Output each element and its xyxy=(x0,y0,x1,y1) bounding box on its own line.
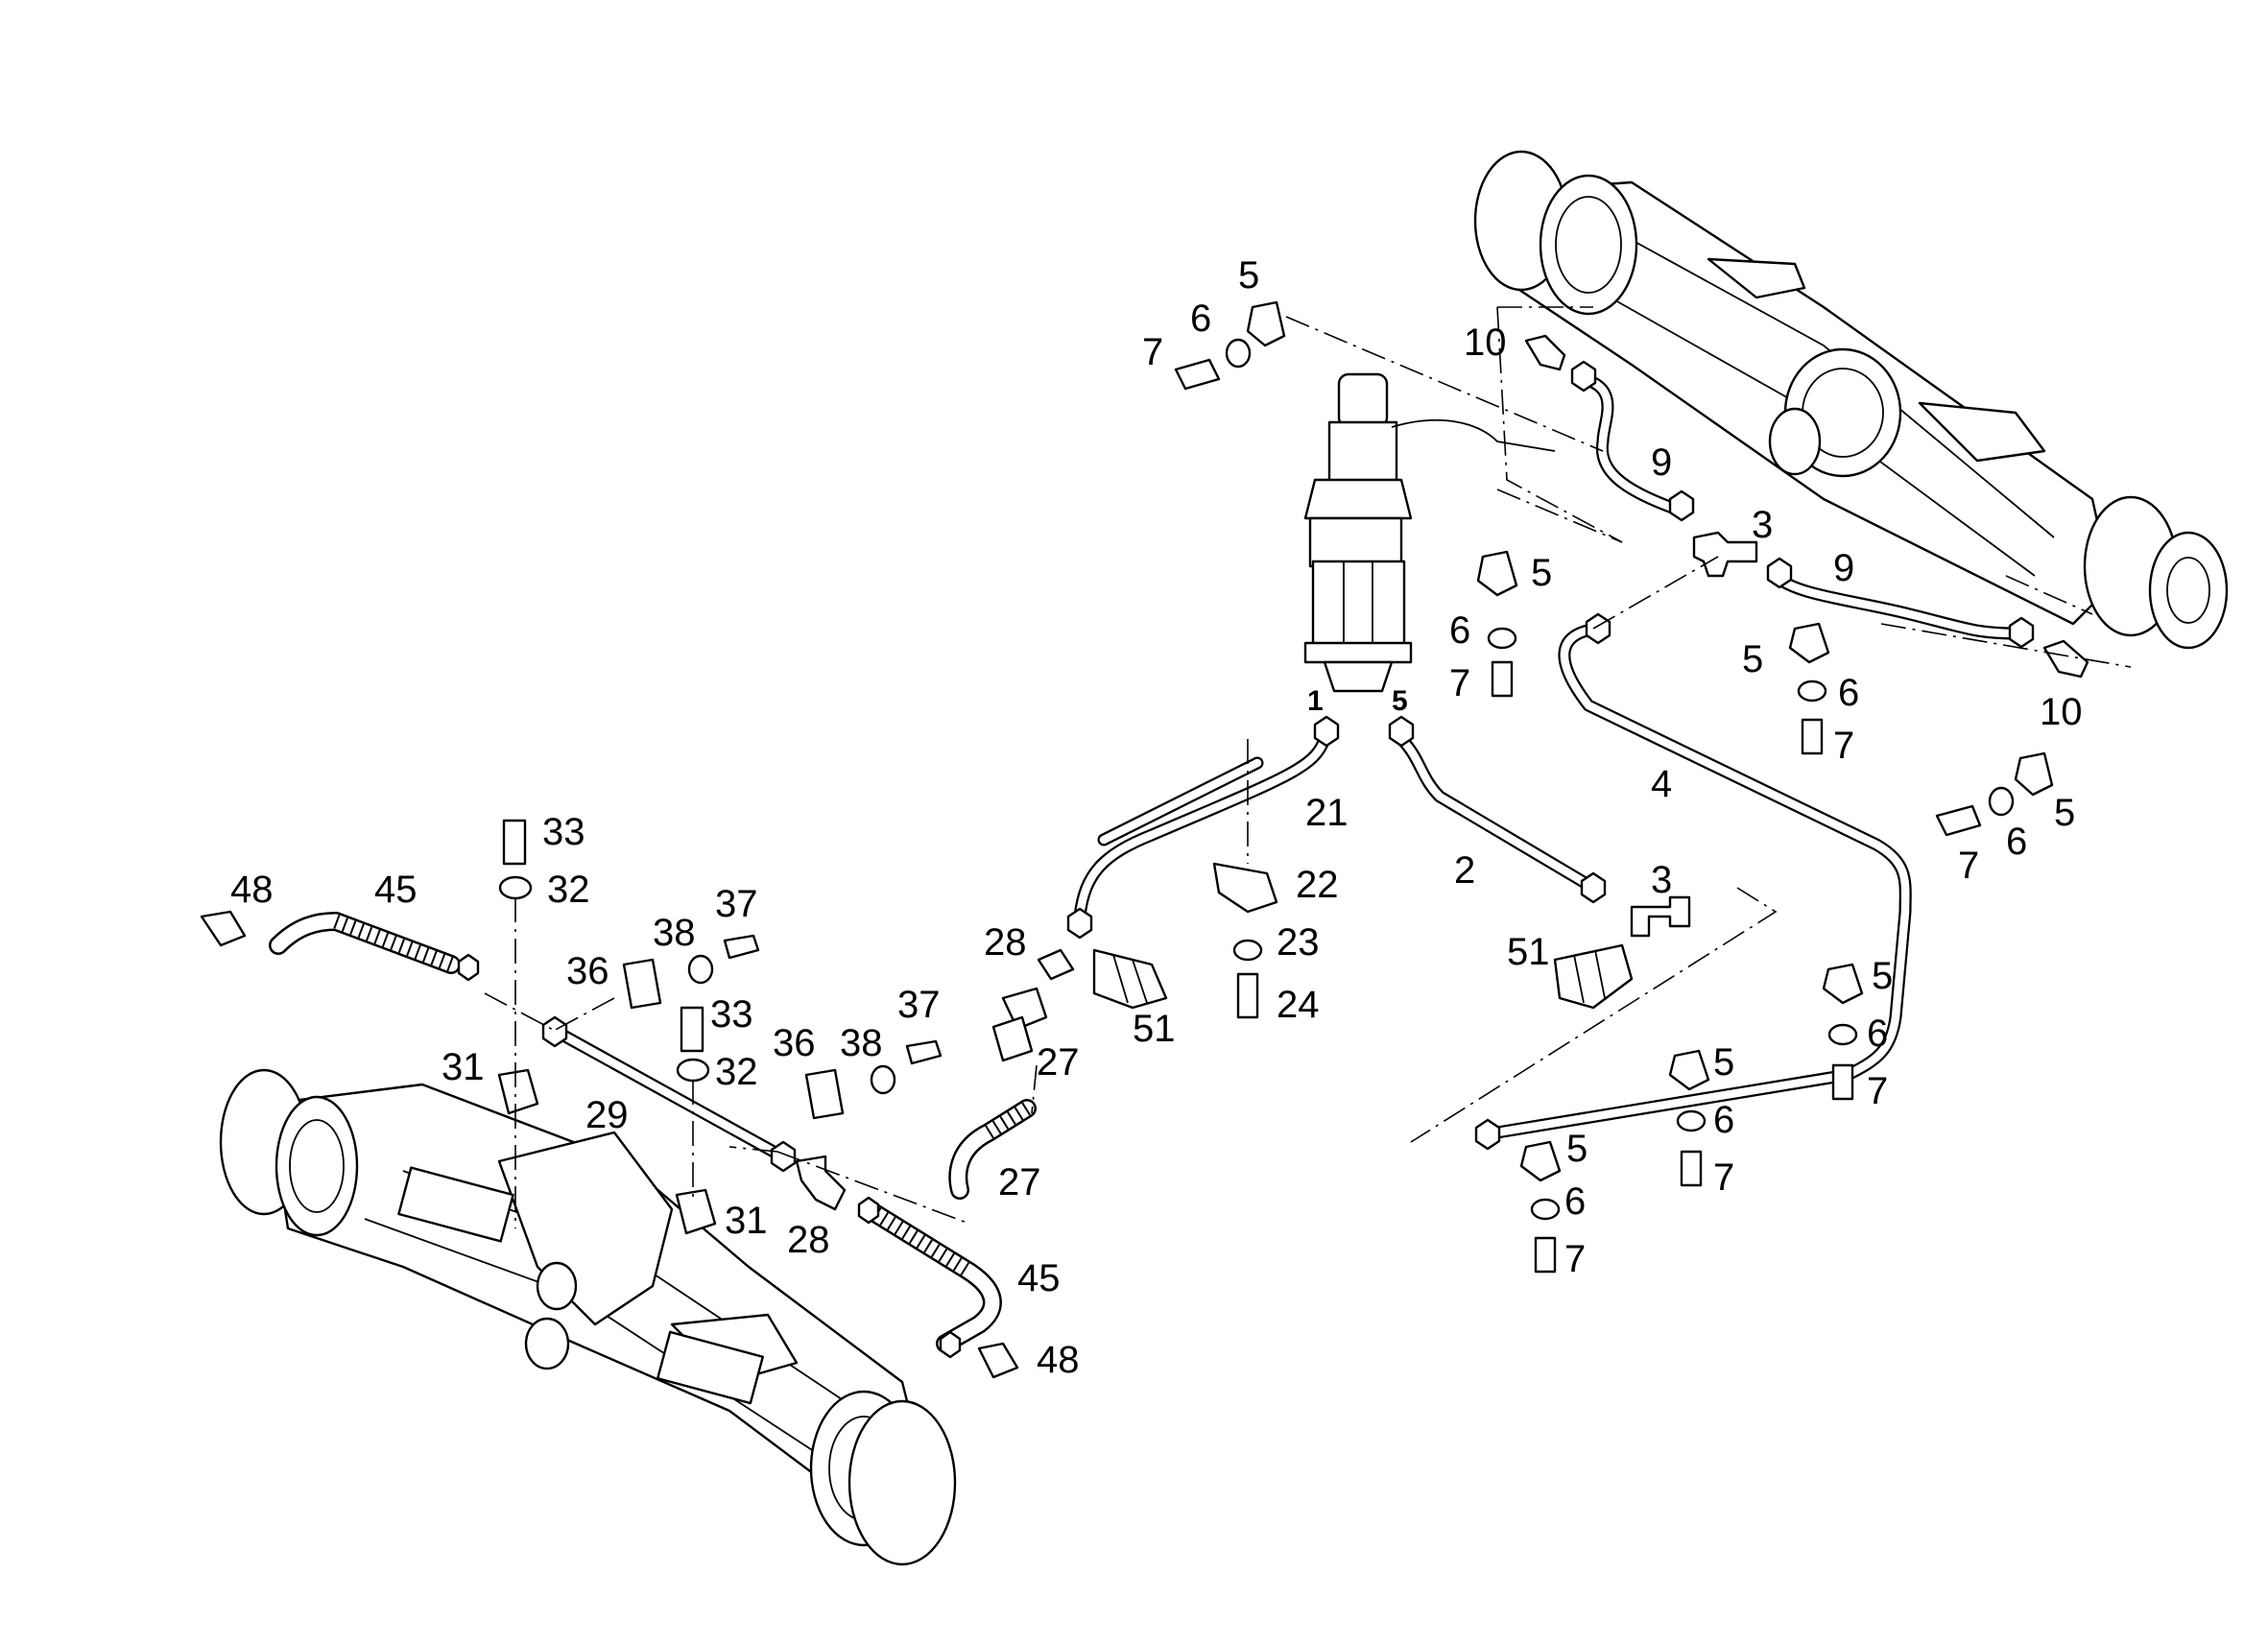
callout-37: 37 xyxy=(715,883,758,925)
pipe-9-upper xyxy=(1577,372,1682,515)
rear-axle-assembly xyxy=(1473,150,2229,650)
callout-7: 7 xyxy=(1564,1238,1586,1280)
callout-3: 3 xyxy=(1651,859,1672,901)
callout-9: 9 xyxy=(1833,547,1854,589)
front-axle-assembly xyxy=(219,1068,957,1566)
callout-3: 3 xyxy=(1752,504,1773,546)
callout-6: 6 xyxy=(1713,1099,1734,1141)
callout-10: 10 xyxy=(1464,322,1507,364)
callout-38: 38 xyxy=(653,912,696,954)
callout-7: 7 xyxy=(1833,725,1854,767)
hose-45-right xyxy=(859,1200,1002,1353)
callout-5: 5 xyxy=(1872,955,1893,997)
callout-33: 33 xyxy=(710,993,753,1036)
callout-5: 5 xyxy=(2054,792,2075,834)
callout-labels: 5 6 7 10 9 3 5 9 6 7 5 6 10 7 1 5 4 21 5… xyxy=(230,254,2083,1381)
callout-6: 6 xyxy=(2006,821,2027,863)
callout-5: 5 xyxy=(1742,638,1763,680)
pipe-9-lower xyxy=(1769,569,2022,640)
callout-10: 10 xyxy=(2040,691,2083,733)
callout-7: 7 xyxy=(1958,845,1979,887)
callout-45: 45 xyxy=(374,869,418,911)
callout-7: 7 xyxy=(1142,331,1163,373)
hose-45-left xyxy=(269,912,461,974)
callout-37: 37 xyxy=(897,984,941,1026)
callout-36: 36 xyxy=(566,950,609,992)
callout-6: 6 xyxy=(1838,672,1859,714)
steering-valve-unit xyxy=(1303,372,1556,693)
callout-51: 51 xyxy=(1507,931,1550,973)
port-label-1: 1 xyxy=(1307,685,1324,717)
pipe-4 xyxy=(1491,622,1912,1139)
callout-21: 21 xyxy=(1305,792,1349,834)
callout-24: 24 xyxy=(1277,984,1320,1026)
callout-27: 27 xyxy=(1037,1041,1080,1084)
callout-22: 22 xyxy=(1296,864,1339,906)
callout-5: 5 xyxy=(1238,254,1259,297)
callout-6: 6 xyxy=(1564,1180,1586,1223)
callout-2: 2 xyxy=(1454,849,1475,892)
callout-45: 45 xyxy=(1017,1257,1061,1299)
callout-6: 6 xyxy=(1867,1013,1888,1055)
callout-5: 5 xyxy=(1566,1128,1588,1170)
callout-31: 31 xyxy=(442,1046,485,1088)
fittings xyxy=(200,334,2089,1379)
reference-line xyxy=(1097,756,1264,846)
callout-7: 7 xyxy=(1449,662,1470,704)
callout-48: 48 xyxy=(1037,1339,1080,1381)
callout-27: 27 xyxy=(998,1161,1041,1203)
callout-38: 38 xyxy=(840,1022,883,1064)
pipe-29 xyxy=(550,1025,789,1163)
callout-31: 31 xyxy=(725,1200,768,1242)
callout-33: 33 xyxy=(542,811,585,853)
callout-28: 28 xyxy=(787,1219,830,1261)
callout-36: 36 xyxy=(773,1022,816,1064)
callout-4: 4 xyxy=(1651,763,1672,805)
callout-6: 6 xyxy=(1449,609,1470,652)
callout-32: 32 xyxy=(715,1051,758,1093)
callout-7: 7 xyxy=(1713,1156,1734,1199)
hardware xyxy=(497,300,2054,1274)
callout-32: 32 xyxy=(547,869,590,911)
callout-48: 48 xyxy=(230,869,274,911)
callout-29: 29 xyxy=(585,1094,629,1136)
pipe-2 xyxy=(1395,732,1600,894)
hose-27 xyxy=(948,1099,1037,1200)
callout-7: 7 xyxy=(1867,1070,1888,1112)
leader-lines xyxy=(484,306,2132,1228)
port-label-5: 5 xyxy=(1392,685,1408,717)
callout-9: 9 xyxy=(1651,441,1672,484)
pipe-21 xyxy=(1073,732,1331,923)
callout-5: 5 xyxy=(1713,1041,1734,1084)
callout-28: 28 xyxy=(984,921,1027,964)
callout-6: 6 xyxy=(1190,298,1211,340)
callout-23: 23 xyxy=(1277,921,1320,964)
callout-5: 5 xyxy=(1531,552,1552,594)
callout-51: 51 xyxy=(1133,1008,1176,1050)
